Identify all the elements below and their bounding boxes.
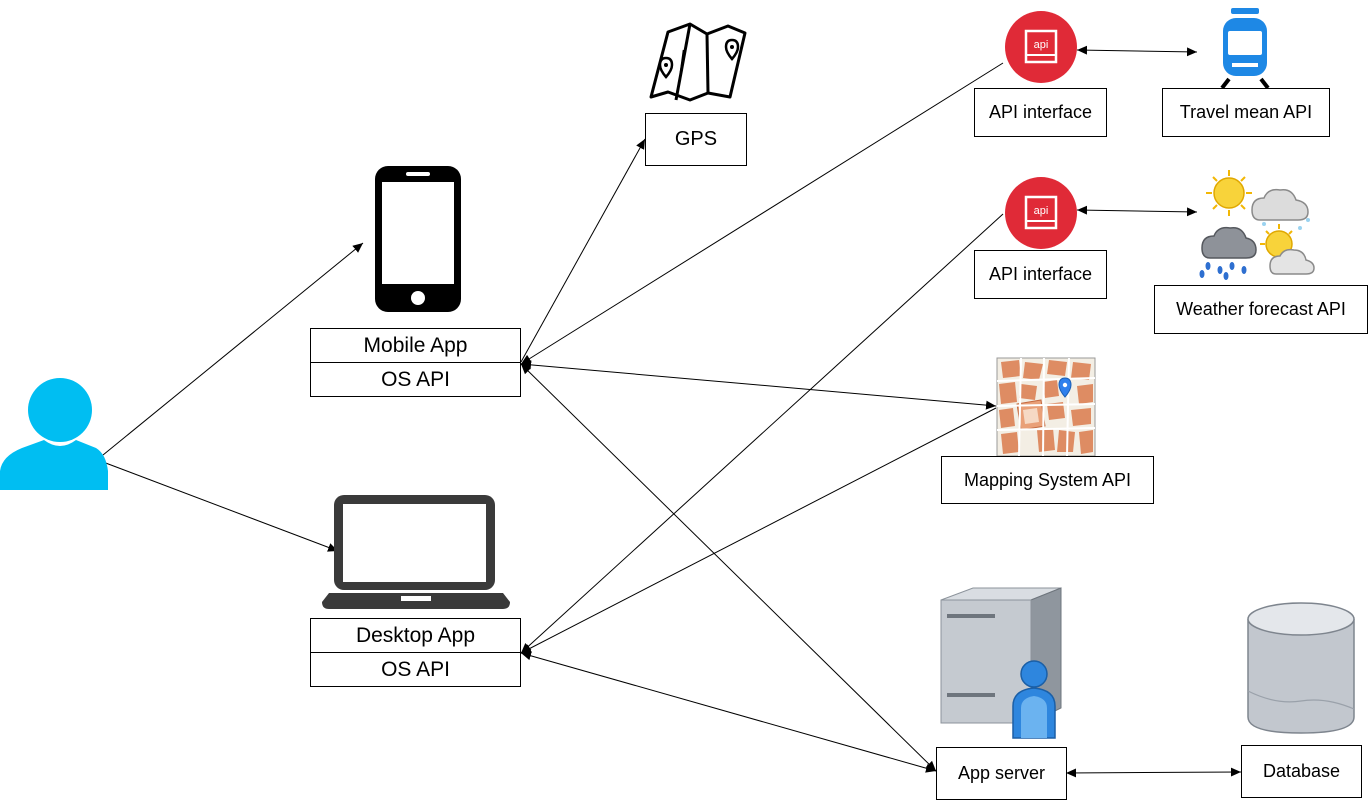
edge-desktop-appserver [520,651,937,773]
api-icon: api [1005,11,1077,83]
edge-appserver-database [1065,767,1242,778]
app-server-box: App server [936,747,1067,800]
desktop-app-box: Desktop App OS API [310,618,521,687]
laptop-icon [322,495,510,609]
mapping-system-api-box: Mapping System API [941,456,1154,504]
edge-mobile-gps [520,138,646,363]
svg-text:api: api [1034,39,1049,51]
gps-box: GPS [645,113,747,166]
folded-map-icon [649,22,747,102]
api-icon: api [1005,177,1077,249]
train-icon [1220,8,1270,90]
svg-text:api: api [1034,205,1049,217]
mobile-os-api-label: OS API [311,362,520,396]
database-box: Database [1241,745,1362,798]
edge-mobile-appserver [520,363,937,772]
user-icon [0,378,108,490]
mobile-app-box: Mobile App OS API [310,328,521,397]
api-interface-1-box: API interface [974,88,1107,137]
mobile-app-label: Mobile App [363,333,468,357]
edge-api2-weather [1076,205,1198,217]
edge-user-mobile [102,242,364,456]
database-icon [1247,602,1355,734]
city-map-icon [996,357,1096,457]
edge-api1-travel [1076,45,1198,57]
edge-mobile-mapping [520,360,997,410]
travel-mean-api-box: Travel mean API [1162,88,1330,137]
api-interface-2-box: API interface [974,250,1107,299]
smartphone-icon [375,166,461,312]
weather-icon [1199,170,1315,280]
weather-forecast-api-box: Weather forecast API [1154,285,1368,334]
desktop-app-label: Desktop App [355,623,476,647]
edge-api1-mobile [520,62,1004,365]
desktop-os-api-label: OS API [311,652,520,686]
server-icon [940,587,1062,739]
edge-mapping-desktop [520,407,997,654]
edge-api2-desktop [520,213,1004,654]
edge-user-desktop [102,461,339,552]
